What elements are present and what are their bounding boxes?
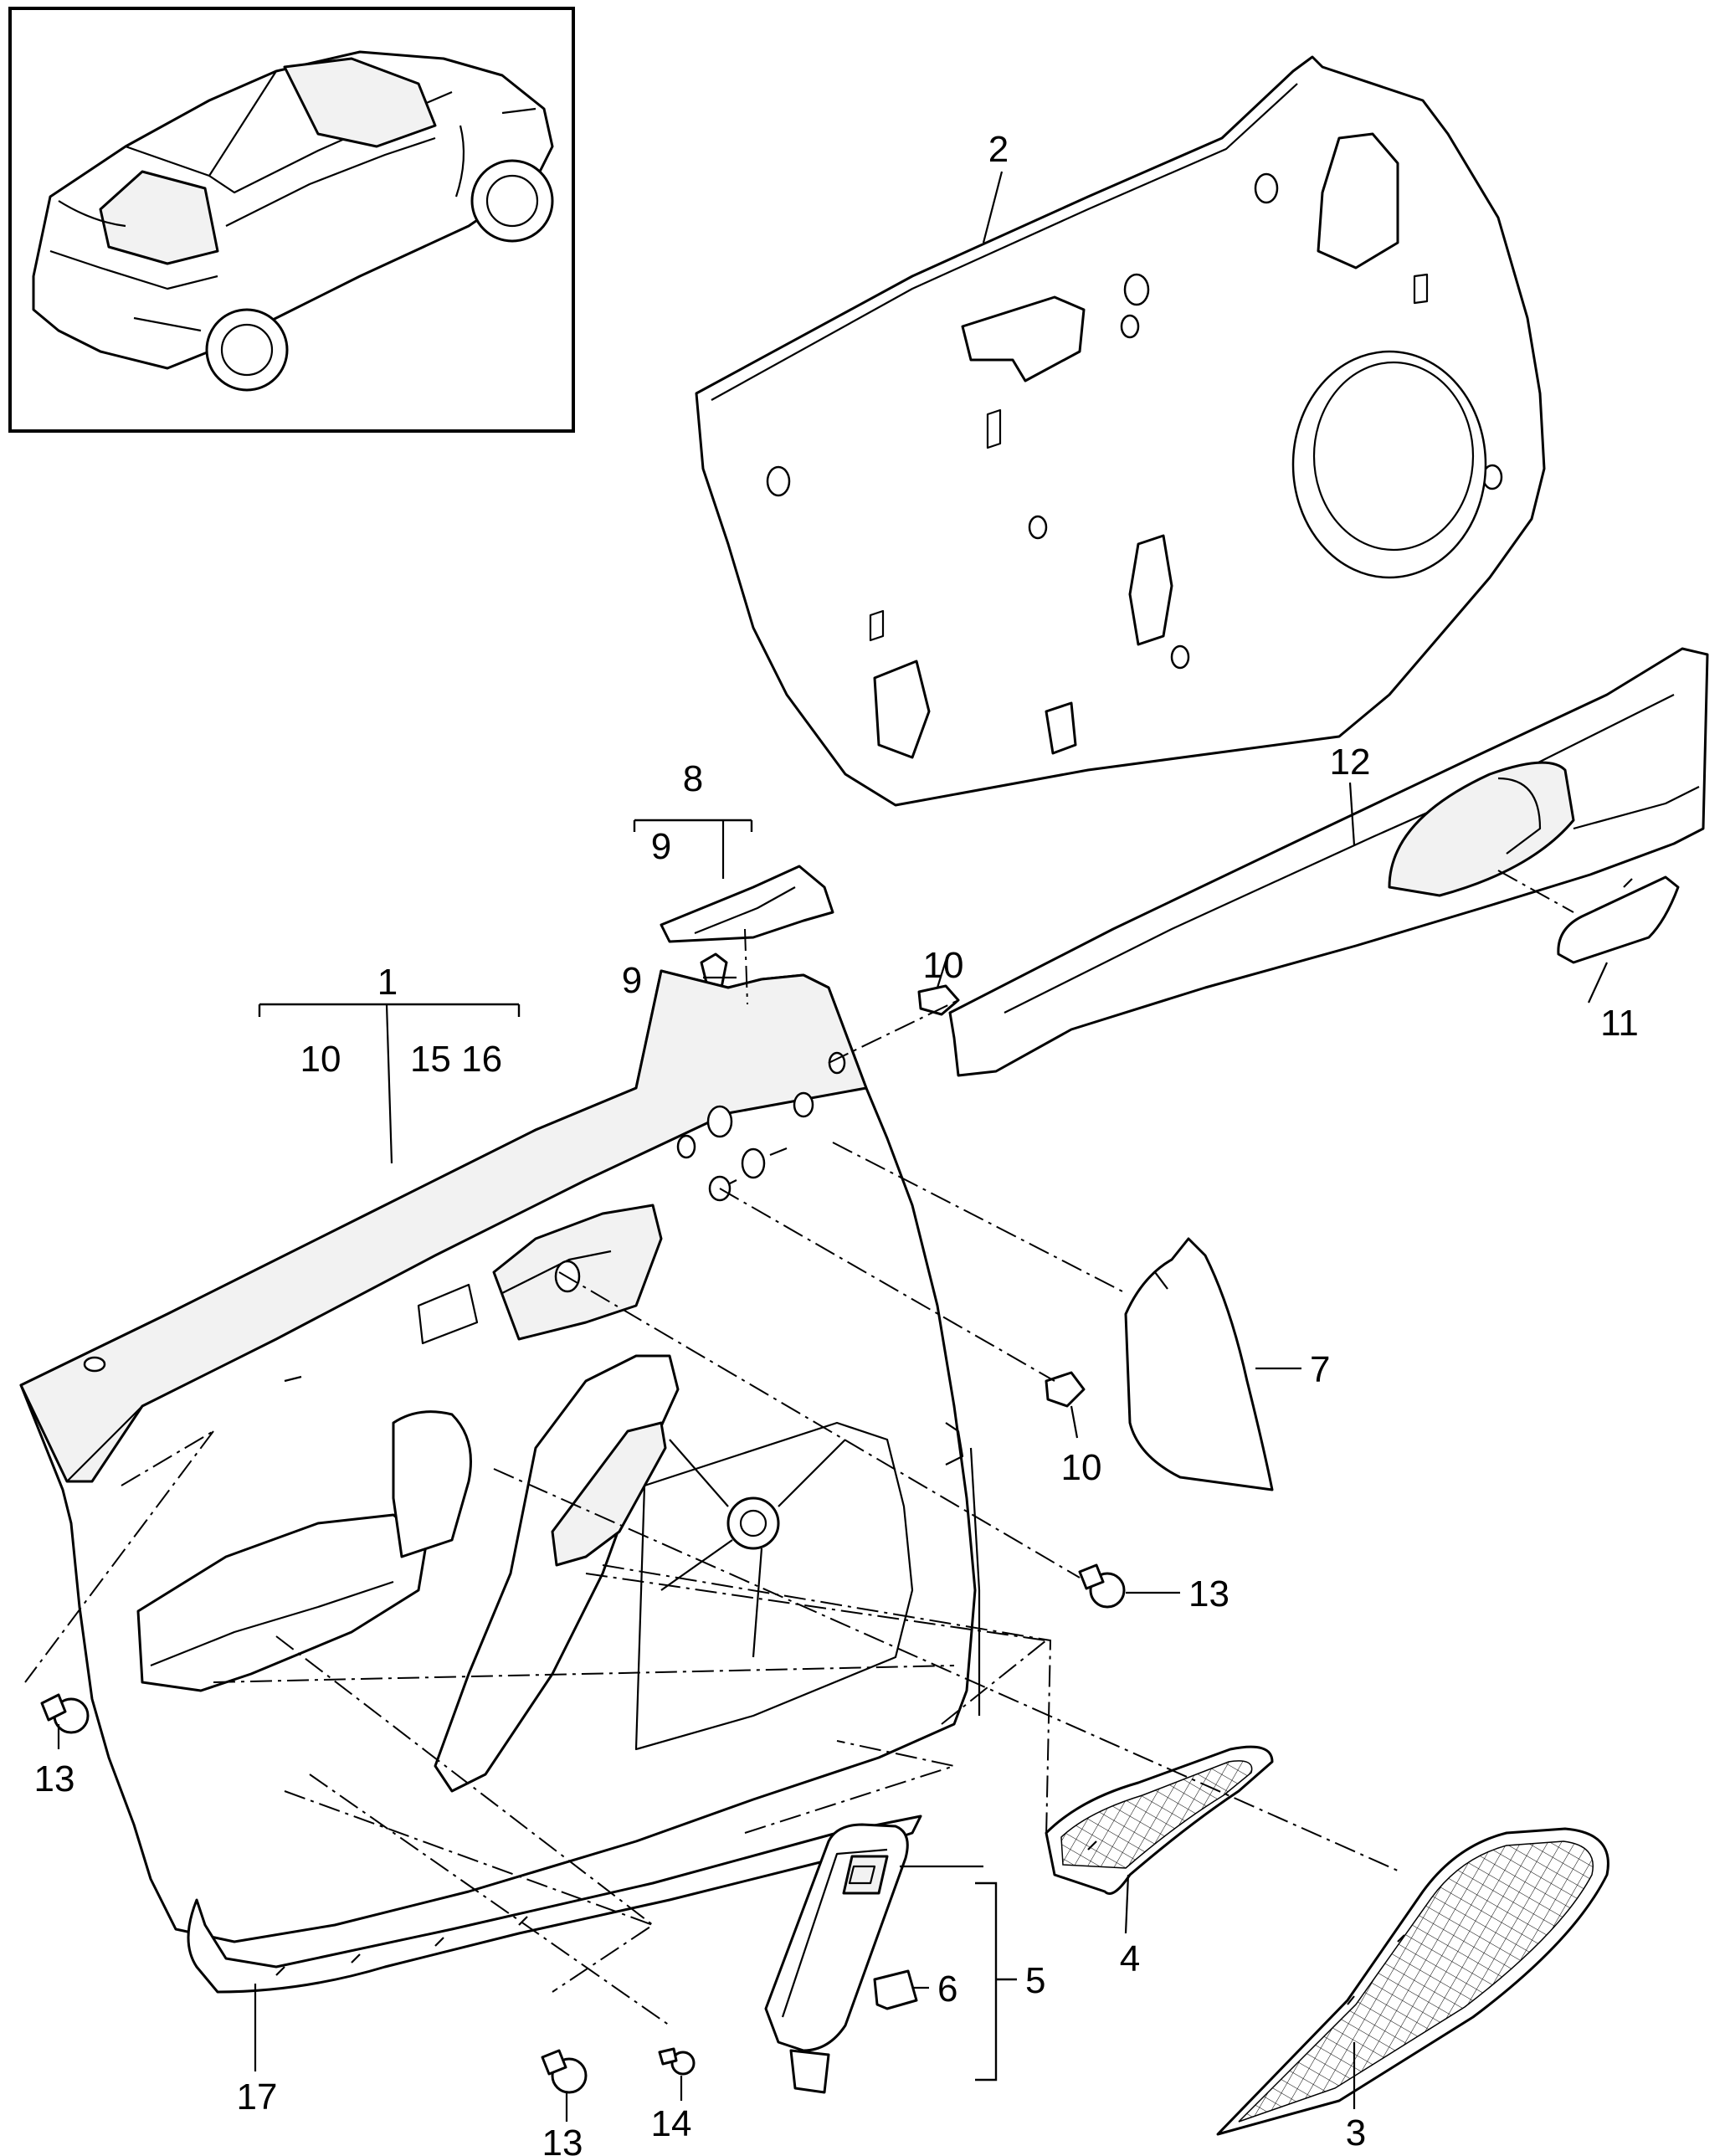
- callout-3: 3: [1346, 2112, 1366, 2153]
- assembly-lines: [24, 870, 1574, 2026]
- callout-10-upper: 10: [923, 945, 964, 986]
- callout-6: 6: [937, 1969, 957, 2010]
- callout-9: 9: [622, 960, 642, 1001]
- part-8-top-cover: [660, 865, 834, 943]
- part-1-door-trim-panel: [19, 969, 981, 1943]
- part-13-screw-right: [1078, 1563, 1126, 1609]
- leaders: [57, 171, 1608, 2122]
- part-5-switch-bezel: [764, 1823, 909, 2094]
- part-14-screw: [658, 2047, 696, 2076]
- callout-8: 8: [683, 758, 703, 799]
- callout-4: 4: [1120, 1938, 1140, 1979]
- part-6-switch-insert: [873, 1969, 918, 2010]
- part-11-end-cap: [1557, 875, 1680, 964]
- callout-11: 11: [1600, 1003, 1639, 1044]
- callout-5: 5: [1025, 1960, 1045, 2001]
- callout-1: 1: [377, 962, 398, 1003]
- part-7-corner-trim: [1124, 1237, 1274, 1491]
- part-10-clip-lower: [1045, 1371, 1086, 1408]
- part-13-screw-left: [40, 1693, 90, 1734]
- part-10-clip-upper: [917, 984, 960, 1016]
- callout-10-lower: 10: [1061, 1447, 1102, 1488]
- callout-12: 12: [1330, 742, 1371, 783]
- callout-13-right: 13: [1188, 1573, 1229, 1614]
- part-4-speaker-grille: [1045, 1745, 1274, 1895]
- callout-14: 14: [651, 2103, 692, 2144]
- car-illustration: [32, 50, 554, 392]
- part-13-screw-bottom: [541, 2049, 588, 2094]
- vehicle-thumbnail: [8, 7, 575, 433]
- callout-1-sub-10: 10: [300, 1039, 341, 1080]
- callout-8-sub-9: 9: [651, 826, 671, 867]
- callout-labels: 2 12 8 9 9 1 10 15 16 10 11 7 10 13 13 4…: [34, 129, 1639, 2156]
- callout-13-left: 13: [34, 1758, 75, 1799]
- callout-2: 2: [988, 129, 1009, 170]
- callout-17: 17: [237, 2076, 278, 2118]
- callout-1-sub-15-16: 15 16: [410, 1039, 502, 1080]
- part-2-door-panel-insulation: [695, 55, 1546, 807]
- panel-2-holes: [766, 172, 1503, 670]
- callout-13-bottom: 13: [542, 2123, 583, 2156]
- part-17-trim-strip: [187, 1815, 922, 1994]
- part-3-speaker-grille-large: [1216, 1827, 1609, 2136]
- callout-7: 7: [1310, 1349, 1330, 1390]
- part-12-upper-trim: [948, 647, 1709, 1077]
